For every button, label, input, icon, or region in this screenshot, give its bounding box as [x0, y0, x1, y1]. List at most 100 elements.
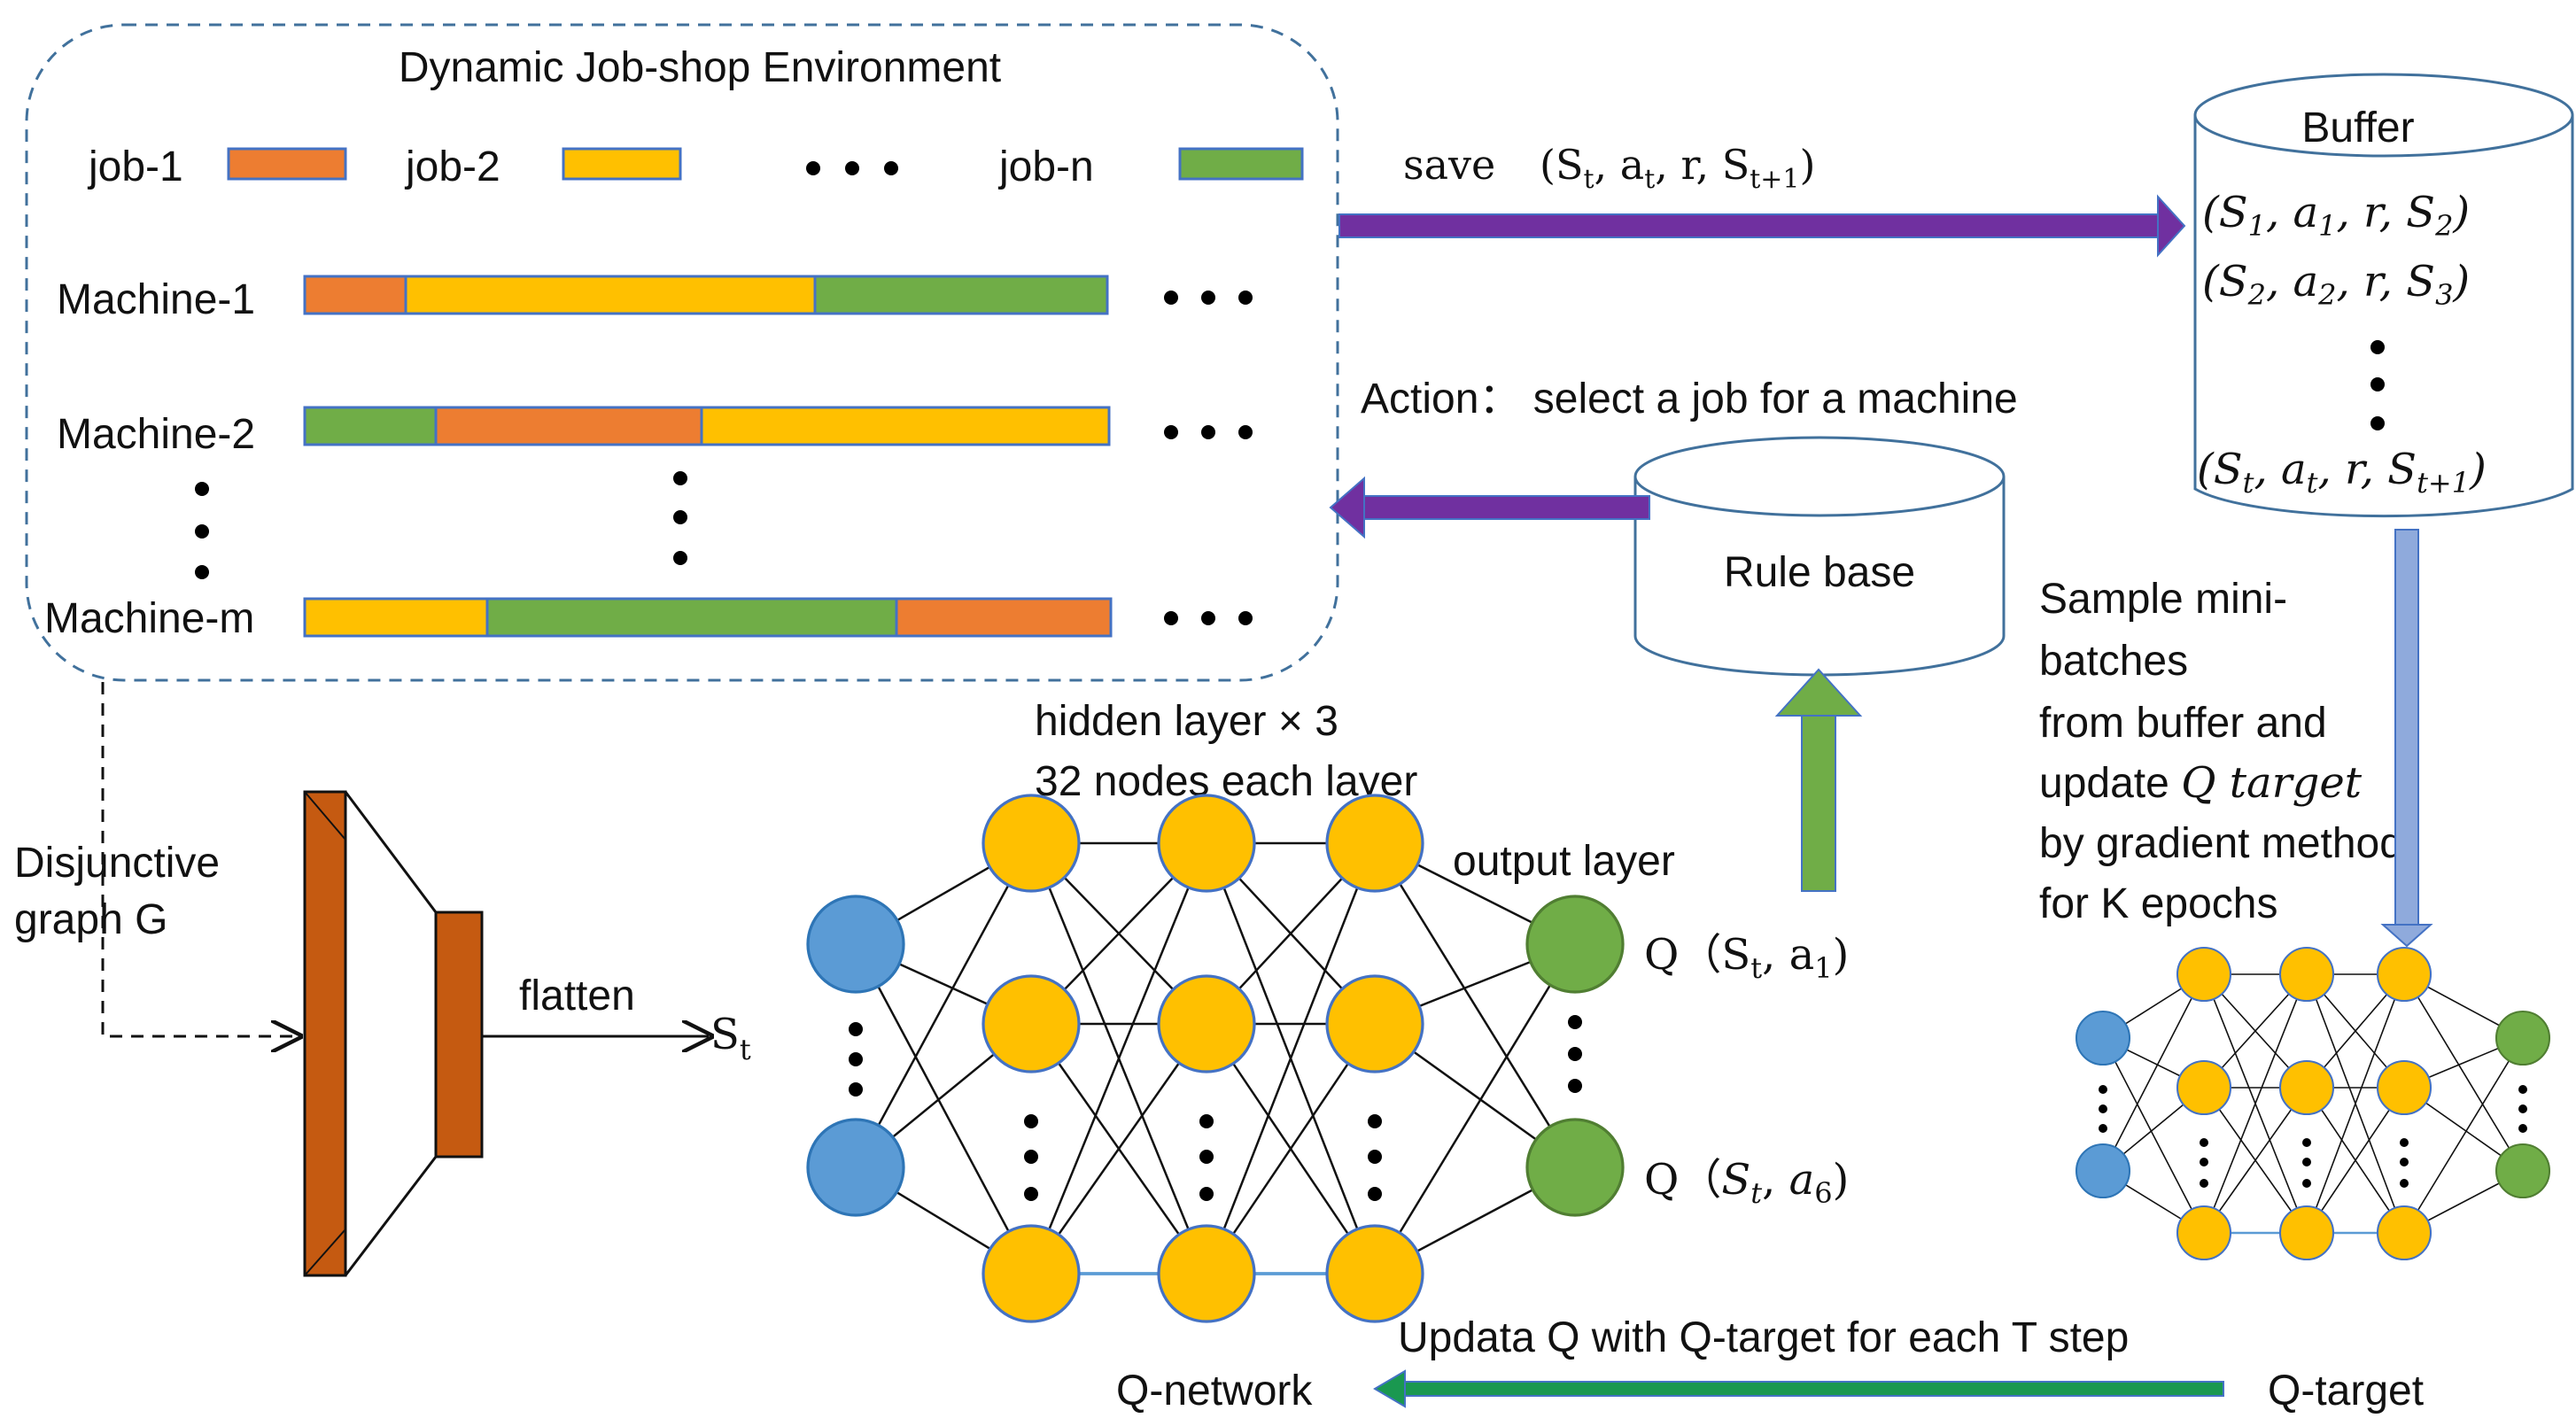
q-target-ellipsis-dot — [2518, 1104, 2527, 1113]
q-network-ellipsis-dot — [1024, 1114, 1038, 1128]
q-network-ellipsis-dot — [1199, 1150, 1214, 1164]
update-arrow — [1373, 1369, 2224, 1408]
q-network-edge — [1029, 1023, 1208, 1275]
q-network-ellipsis-dot — [1568, 1079, 1582, 1093]
q-target-edge — [2102, 973, 2205, 1172]
q-network-ellipsis-dot — [1368, 1150, 1382, 1164]
q-network-node-hidden — [982, 1224, 1081, 1323]
q-network-ellipsis-dot — [1368, 1114, 1382, 1128]
buffer-title: Buffer — [2301, 105, 2414, 151]
job-2-swatch — [562, 147, 682, 181]
q-network-ellipsis-dot — [1568, 1015, 1582, 1029]
job-1-swatch — [227, 147, 347, 181]
q-network-edge — [1205, 842, 1377, 1275]
q-network-ellipsis-dot — [1368, 1187, 1382, 1201]
q-target-ellipsis-dot — [2302, 1138, 2311, 1147]
q-network-node-output — [1525, 895, 1625, 994]
output-layer-label: output layer — [1453, 838, 1675, 885]
q-target-node-hidden — [2278, 1059, 2335, 1116]
buffer-entry-2: (S2, a2, r, S3) — [2202, 257, 2470, 312]
q-target-ellipsis-dot — [2400, 1138, 2409, 1147]
machine-vertical-ellipsis — [195, 471, 687, 579]
rule-base-up-arrow — [1774, 668, 1863, 892]
q-target-node-input — [2075, 1143, 2131, 1199]
q-network-edge — [854, 943, 1033, 1275]
machine-1-label: Machine-1 — [57, 276, 255, 323]
svg-text:by gradient method: by gradient method — [2039, 820, 2403, 867]
q-target-ellipsis-dot — [2302, 1179, 2311, 1188]
environment-title: Dynamic Job-shop Environment — [399, 44, 1001, 91]
save-tuple: (St, at, r, St+1) — [1540, 141, 1815, 195]
q-network-node-hidden — [1325, 794, 1424, 893]
q-network-ellipsis-dot — [1199, 1187, 1214, 1201]
svg-text:from buffer and: from buffer and — [2039, 700, 2327, 747]
q-target-edge — [2403, 973, 2524, 1172]
machine-m-label: Machine-m — [44, 595, 254, 642]
buffer-entry-1: (S1, a1, r, S2) — [2202, 188, 2470, 243]
buffer-vertical-ellipsis — [2370, 340, 2385, 430]
q-target-diagram — [2075, 946, 2551, 1261]
q-target-node-hidden — [2376, 946, 2432, 1003]
q-network-ellipsis-dot — [1024, 1150, 1038, 1164]
job-2-label: job-2 — [404, 143, 500, 190]
q-target-edge — [2203, 973, 2308, 1234]
update-label: Updata Q with Q-target for each T step — [1398, 1314, 2129, 1361]
machine-2-schedule-bar — [303, 406, 1111, 446]
q-network-diagram — [806, 794, 1625, 1323]
q-target-ellipsis-dot — [2302, 1158, 2311, 1166]
job-ellipsis — [806, 161, 898, 175]
q-network-ellipsis-dot — [849, 1082, 863, 1097]
q-target-node-output — [2495, 1010, 2551, 1066]
q-target-edge — [2403, 1037, 2524, 1234]
machine-1-schedule-bar — [303, 275, 1109, 315]
q-target-ellipsis-dot — [2518, 1085, 2527, 1094]
job-1-label: job-1 — [87, 143, 183, 190]
buffer-cylinder — [2193, 73, 2574, 518]
q-network-node-input — [806, 895, 905, 994]
q-target-ellipsis-dot — [2400, 1158, 2409, 1166]
environment-panel: Dynamic Job-shop Environment job-1 job-2… — [25, 23, 1339, 682]
svg-text:batches: batches — [2039, 638, 2188, 685]
q-target-edge — [2306, 973, 2405, 1234]
machine-2-ellipsis — [1164, 425, 1253, 439]
q-target-ellipsis-dot — [2200, 1179, 2208, 1188]
svg-text:for K epochs: for K epochs — [2039, 880, 2277, 927]
q-network-node-output — [1525, 1118, 1625, 1217]
q-output-6: Q（St, a6) — [1644, 1155, 1849, 1210]
q-network-node-hidden — [1325, 974, 1424, 1073]
q-network-edge — [1029, 842, 1208, 1275]
q-network-ellipsis-dot — [849, 1052, 863, 1066]
hidden-layer-label: hidden layer × 3 — [1035, 698, 1338, 745]
q-network-edge — [1373, 842, 1577, 1168]
q-target-node-hidden — [2376, 1059, 2432, 1116]
svg-text:Sample mini-: Sample mini- — [2039, 576, 2287, 623]
q-target-edge — [2203, 1087, 2308, 1234]
state-label: St — [710, 1010, 751, 1066]
rule-base-cylinder — [1633, 436, 2006, 677]
q-network-node-hidden — [982, 974, 1081, 1073]
q-target-node-hidden — [2176, 946, 2232, 1003]
q-network-ellipsis-dot — [1568, 1047, 1582, 1061]
flatten-label: flatten — [519, 973, 635, 1019]
action-label: Action： select a job for a machine — [1361, 376, 2018, 422]
save-label: save — [1403, 141, 1495, 189]
q-network-node-input — [806, 1118, 905, 1217]
q-target-ellipsis-dot — [2099, 1085, 2107, 1094]
q-network-ellipsis-dot — [1024, 1187, 1038, 1201]
q-network-node-hidden — [1157, 794, 1256, 893]
q-network-label: Q-network — [1116, 1368, 1313, 1414]
q-target-ellipsis-dot — [2099, 1104, 2107, 1113]
action-arrow — [1329, 476, 1650, 539]
q-target-ellipsis-dot — [2518, 1124, 2527, 1133]
q-target-ellipsis-dot — [2200, 1158, 2208, 1166]
q-target-label: Q-target — [2268, 1368, 2424, 1414]
svg-text:update Q target: update Q target — [2039, 758, 2363, 808]
q-target-edge — [2102, 1037, 2205, 1234]
q-network-edge — [1373, 943, 1577, 1275]
q-target-node-hidden — [2176, 1059, 2232, 1116]
q-network-node-hidden — [1325, 1224, 1424, 1323]
q-target-ellipsis-dot — [2400, 1179, 2409, 1188]
save-arrow — [1338, 194, 2186, 258]
graph-label-line-1: Disjunctive — [14, 840, 220, 887]
q-network-ellipsis-dot — [1199, 1114, 1214, 1128]
